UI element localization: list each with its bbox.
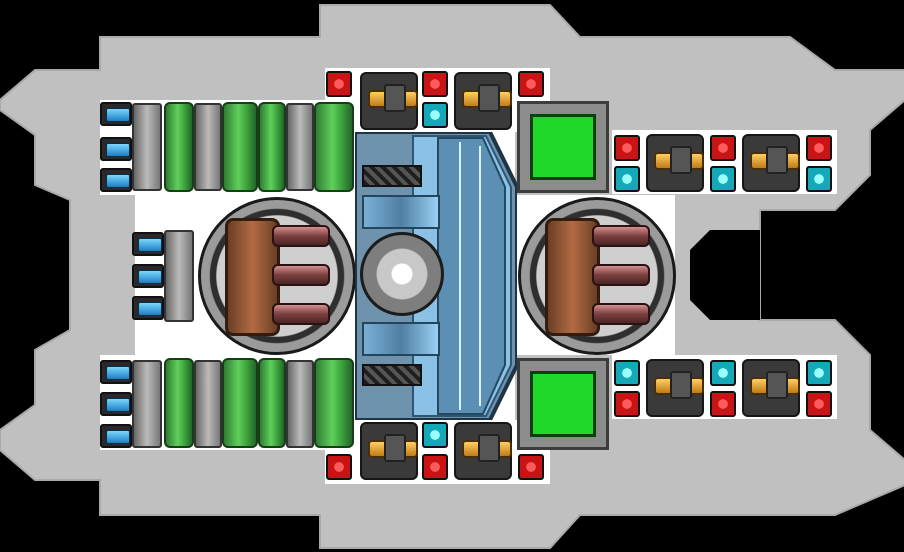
node-cyan-top-1[interactable] (422, 102, 448, 128)
connector-top (132, 103, 162, 191)
gun-right-top-2[interactable] (742, 134, 800, 192)
thruster-mid-1 (132, 232, 164, 256)
green-pipe-bottom-2 (222, 358, 258, 448)
core-vent-bottom (362, 364, 422, 386)
core-panel-bottom (362, 322, 440, 356)
green-pipe-bottom-3 (258, 358, 286, 448)
node-cyan-right-top-2[interactable] (710, 166, 736, 192)
green-pipe-top-3 (258, 102, 286, 192)
turret-left-barrel-3 (272, 303, 330, 325)
connector-bottom-3 (286, 360, 314, 448)
thruster-top-3 (100, 168, 132, 192)
node-red-bottom-3[interactable] (518, 454, 544, 480)
thruster-mid-2 (132, 264, 164, 288)
turret-left-barrel-1 (272, 225, 330, 247)
node-red-right-top-1[interactable] (614, 135, 640, 161)
node-red-top-2[interactable] (422, 71, 448, 97)
node-red-bottom-1[interactable] (326, 454, 352, 480)
gun-top-1[interactable] (360, 72, 418, 130)
thruster-top-1 (100, 102, 132, 126)
node-cyan-right-bottom-2[interactable] (710, 360, 736, 386)
node-cyan-bottom-1[interactable] (422, 422, 448, 448)
node-red-right-top-3[interactable] (806, 135, 832, 161)
turret-right-barrel-1 (592, 225, 650, 247)
green-pipe-top-2 (222, 102, 258, 192)
thruster-bottom-3 (100, 424, 132, 448)
thruster-top-2 (100, 137, 132, 161)
connector-top-3 (286, 103, 314, 191)
node-red-right-top-2[interactable] (710, 135, 736, 161)
gun-bottom-2[interactable] (454, 422, 512, 480)
green-pipe-bottom-4 (314, 358, 354, 448)
node-red-top-1[interactable] (326, 71, 352, 97)
turret-right-barrel-3 (592, 303, 650, 325)
green-pipe-top-1 (164, 102, 194, 192)
thruster-mid-3 (132, 296, 164, 320)
thruster-bottom-2 (100, 392, 132, 416)
green-pipe-top-4 (314, 102, 354, 192)
connector-bottom-2 (194, 360, 222, 448)
node-red-bottom-2[interactable] (422, 454, 448, 480)
node-red-right-bottom-3[interactable] (806, 391, 832, 417)
core-vent-top (362, 165, 422, 187)
core-panel-top (362, 195, 440, 229)
gun-bottom-1[interactable] (360, 422, 418, 480)
node-red-right-bottom-2[interactable] (710, 391, 736, 417)
gun-right-bottom-1[interactable] (646, 359, 704, 417)
connector-bottom (132, 360, 162, 448)
green-pipe-bottom-1 (164, 358, 194, 448)
connector-mid (164, 230, 194, 322)
node-cyan-right-bottom-1[interactable] (614, 360, 640, 386)
node-red-top-3[interactable] (518, 71, 544, 97)
thruster-bottom-1 (100, 360, 132, 384)
node-cyan-right-bottom-3[interactable] (806, 360, 832, 386)
gun-right-bottom-2[interactable] (742, 359, 800, 417)
node-cyan-right-top-3[interactable] (806, 166, 832, 192)
node-cyan-right-top-1[interactable] (614, 166, 640, 192)
gun-right-top-1[interactable] (646, 134, 704, 192)
turret-right-barrel-2 (592, 264, 650, 286)
screen-room-top[interactable] (517, 101, 609, 193)
connector-top-2 (194, 103, 222, 191)
gun-top-2[interactable] (454, 72, 512, 130)
core-dome[interactable] (360, 232, 444, 316)
screen-room-bottom[interactable] (517, 358, 609, 450)
turret-left-barrel-2 (272, 264, 330, 286)
node-red-right-bottom-1[interactable] (614, 391, 640, 417)
